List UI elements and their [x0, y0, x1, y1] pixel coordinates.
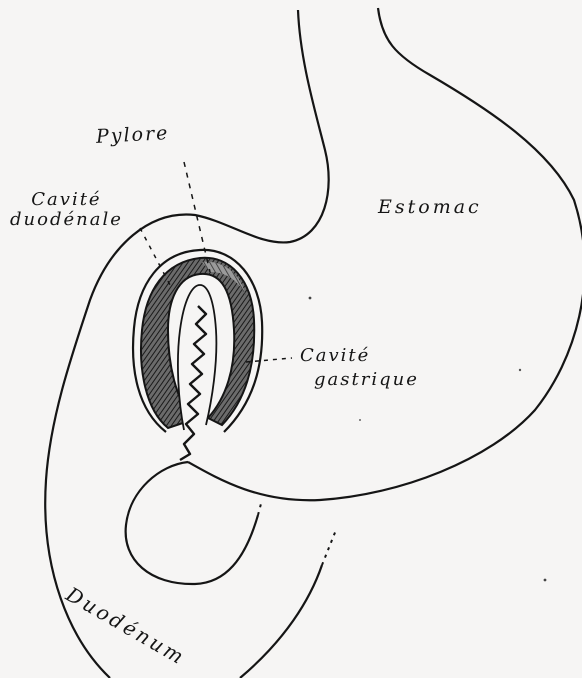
- label-cavite-gastrique-line2: gastrique: [314, 368, 419, 392]
- label-cavite-duodenale: Cavité duodénale: [10, 190, 123, 230]
- duodenum-outer-dashed: [322, 530, 336, 565]
- duodenum-outer-wall: [240, 565, 322, 678]
- label-cavite-gastrique-line1: Cavité: [300, 344, 419, 368]
- speck: [544, 579, 547, 582]
- label-cavite-duodenale-line1: Cavité: [10, 190, 123, 210]
- speck: [519, 369, 521, 371]
- duodenum-outline: [126, 462, 258, 584]
- pyloric-canal: [178, 285, 216, 430]
- label-cavite-gastrique: Cavité gastrique: [300, 344, 419, 392]
- label-estomac: Estomac: [378, 196, 482, 218]
- label-pylore: Pylore: [95, 122, 169, 148]
- stomach-outline: [188, 8, 582, 500]
- speck: [359, 419, 361, 421]
- duodenum-dashed-line: [258, 500, 262, 515]
- speck: [309, 297, 312, 300]
- label-cavite-duodenale-line2: duodénale: [10, 210, 123, 230]
